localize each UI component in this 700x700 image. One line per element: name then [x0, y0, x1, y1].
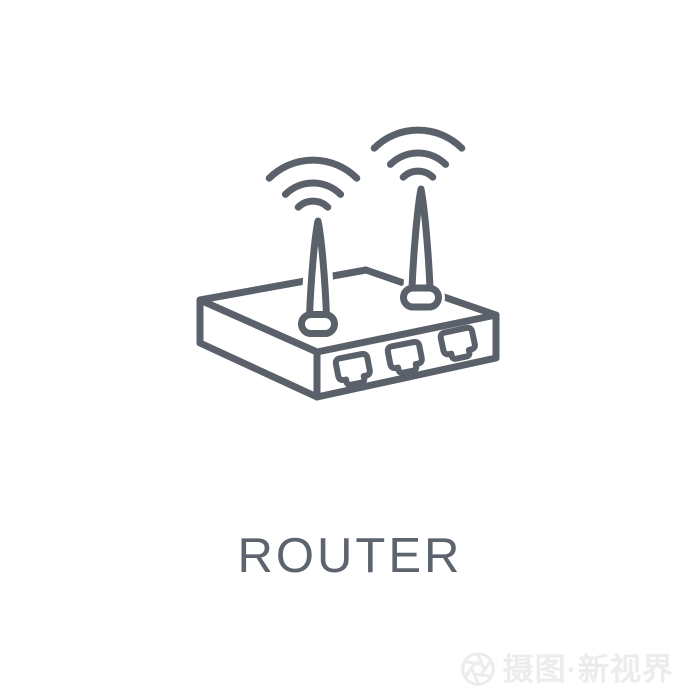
antenna-mast: [306, 217, 330, 320]
antenna-base: [298, 311, 338, 337]
wifi-arc: [265, 156, 361, 182]
wifi-arc: [386, 149, 450, 168]
ethernet-ports: [332, 324, 478, 388]
aperture-icon: [460, 652, 495, 686]
wifi-arc: [281, 179, 345, 198]
wifi-arc: [399, 167, 437, 181]
wifi-signal-left: [265, 156, 361, 211]
right-antenna: [400, 185, 442, 311]
wifi-signal-right: [370, 126, 466, 181]
caption-title: ROUTER: [237, 529, 463, 583]
antenna-mast: [408, 185, 434, 292]
left-antenna: [298, 217, 338, 337]
ethernet-port-icon: [332, 350, 373, 388]
watermark-text: 摄图·新视界: [502, 651, 674, 687]
antenna-base: [400, 284, 442, 311]
wifi-arc: [294, 197, 332, 211]
ethernet-port-icon: [384, 338, 425, 376]
wifi-arc: [370, 126, 466, 152]
watermark: 摄图·新视界: [457, 648, 674, 690]
ethernet-port-icon: [437, 324, 478, 362]
